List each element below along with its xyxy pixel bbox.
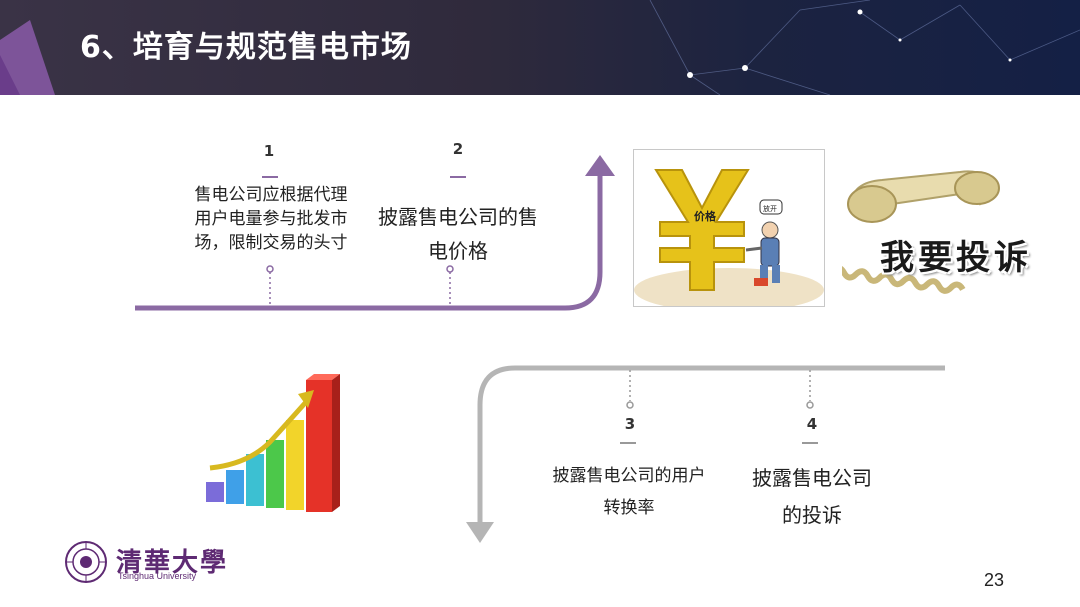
top-flow-line — [135, 172, 603, 311]
bottom-flow-arrowhead — [466, 522, 494, 543]
step-2-number: 2 — [452, 140, 464, 158]
step-1-number: 1 — [263, 142, 275, 160]
top-flow-arrowhead — [585, 155, 615, 176]
page-number: 23 — [983, 570, 1004, 590]
step-4-text: 披露售电公司的投诉 — [752, 466, 872, 527]
price-label: 价格 — [694, 209, 717, 223]
university-logo-subtitle: Tsinghua University — [118, 571, 197, 581]
page-title: 6、培育与规范售电市场 — [80, 30, 412, 65]
price-cartoon-image: 价格 放开 — [633, 149, 825, 307]
bottom-flow-line — [477, 365, 945, 525]
complaint-text: 我要投诉 — [880, 238, 1032, 278]
step-1-node — [266, 265, 274, 273]
header-network-graphic — [0, 0, 1080, 95]
complaint-phone-image — [829, 164, 1042, 304]
price-sign: 放开 — [763, 204, 777, 213]
step-1-text: 售电公司应根据代理用户电量参与批发市场，限制交易的头寸 — [194, 185, 348, 253]
step-3-text: 披露售电公司的用户转换率 — [552, 466, 706, 518]
university-logo-name: 清華大學 — [116, 548, 229, 578]
step-2-text: 披露售电公司的售电价格 — [378, 205, 538, 263]
step-3-node — [626, 401, 634, 409]
step-4-number: 4 — [806, 415, 818, 433]
step-4-node — [806, 401, 814, 409]
university-seal-icon — [64, 540, 108, 584]
slide-header: 6、培育与规范售电市场 — [0, 0, 1080, 95]
step-3-number: 3 — [624, 415, 636, 433]
step-2-node — [446, 265, 454, 273]
growth-bars-graphic — [198, 372, 348, 517]
